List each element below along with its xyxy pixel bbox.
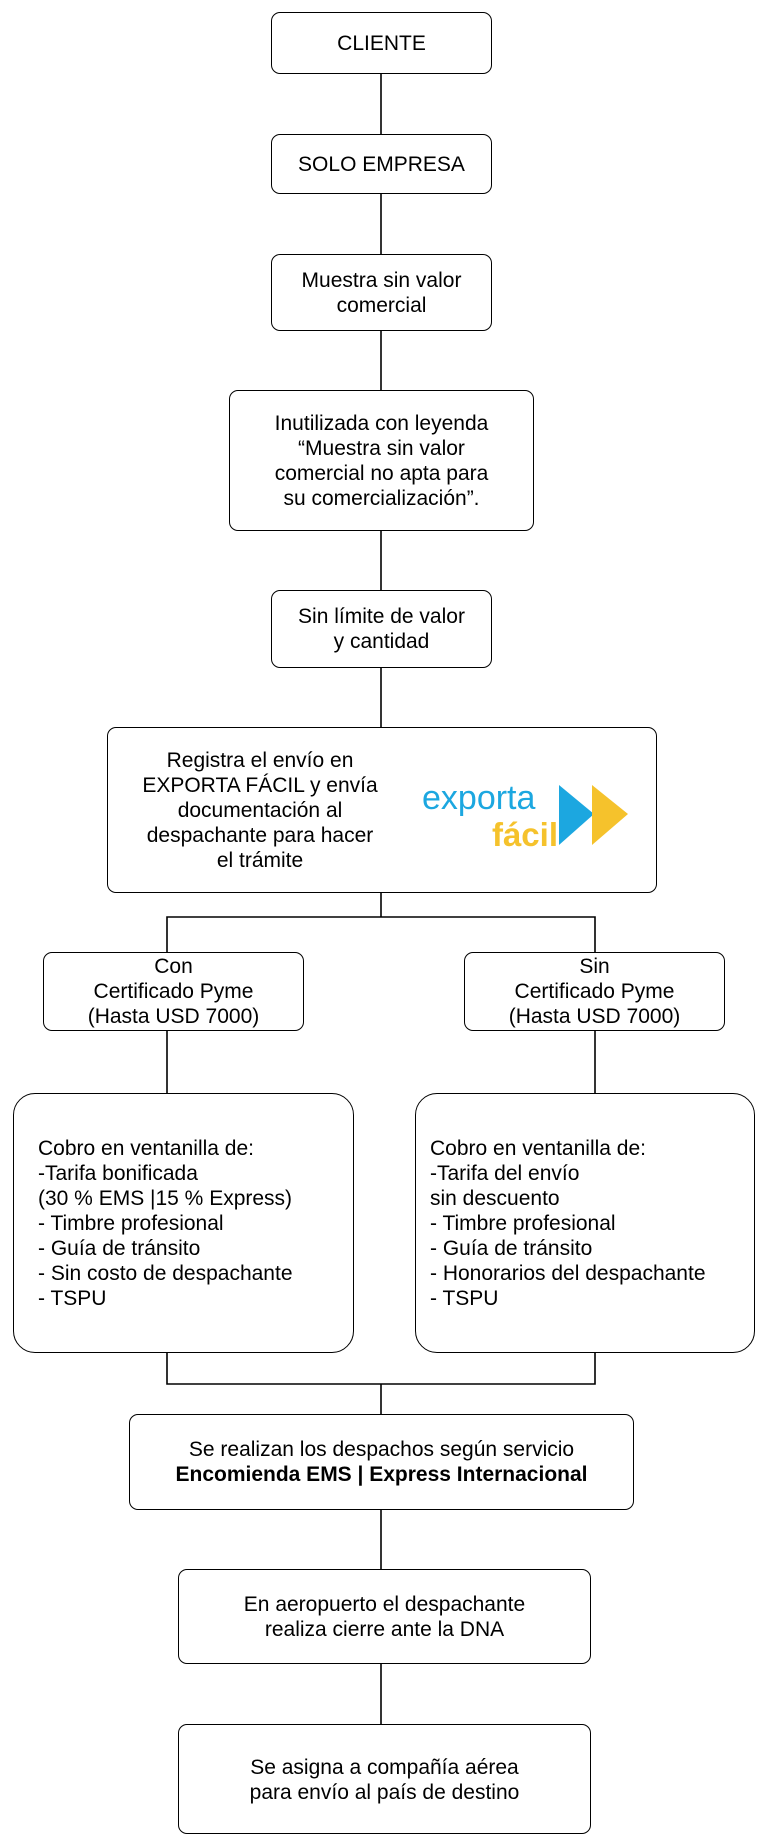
logo-word-facil: fácil: [492, 816, 558, 853]
node-sin-certificado-text: Sin Certificado Pyme (Hasta USD 7000): [508, 955, 681, 1028]
node-registra-text: Registra el envío en EXPORTA FÁCIL y env…: [142, 748, 378, 872]
node-con-certificado-text: Con Certificado Pyme (Hasta USD 7000): [87, 955, 260, 1028]
exporta-facil-logo: exporta fácil: [422, 779, 628, 853]
logo-word-exporta: exporta: [422, 779, 535, 817]
node-muestra-text: Muestra sin valor comercial: [301, 268, 462, 317]
node-despachos: Se realizan los despachos según servicio…: [129, 1414, 634, 1510]
node-cobro-sin-text: Cobro en ventanilla de: -Tarifa del enví…: [430, 1136, 706, 1310]
node-con-certificado: Con Certificado Pyme (Hasta USD 7000): [43, 952, 304, 1031]
node-cliente-text: CLIENTE: [337, 31, 426, 55]
node-sin-limite: Sin límite de valor y cantidad: [271, 590, 492, 668]
node-cobro-con-text: Cobro en ventanilla de: -Tarifa bonifica…: [38, 1136, 293, 1310]
merge-connector: [166, 1353, 596, 1385]
node-compania: Se asigna a compañía aérea para envío al…: [178, 1724, 591, 1834]
node-inutilizada: Inutilizada con leyenda “Muestra sin val…: [229, 390, 534, 531]
logo-arrow-blue-icon: [559, 785, 594, 845]
node-cobro-con: Cobro en ventanilla de: -Tarifa bonifica…: [13, 1093, 354, 1353]
node-despachos-line2: Encomienda EMS | Express Internacional: [175, 1463, 588, 1486]
node-solo-empresa-text: SOLO EMPRESA: [298, 152, 465, 176]
node-sin-limite-text: Sin límite de valor y cantidad: [298, 605, 465, 653]
node-cliente: CLIENTE: [271, 12, 492, 74]
node-cobro-sin: Cobro en ventanilla de: -Tarifa del enví…: [415, 1093, 755, 1353]
node-inutilizada-text: Inutilizada con leyenda “Muestra sin val…: [274, 411, 489, 510]
node-aeropuerto-text: En aeropuerto el despachante realiza cie…: [243, 1592, 526, 1641]
node-compania-text: Se asigna a compañía aérea para envío al…: [249, 1756, 520, 1804]
node-solo-empresa: SOLO EMPRESA: [271, 134, 492, 194]
node-despachos-line1: Se realizan los despachos según servicio: [188, 1438, 575, 1461]
node-muestra: Muestra sin valor comercial: [271, 254, 492, 331]
node-sin-certificado: Sin Certificado Pyme (Hasta USD 7000): [464, 952, 725, 1031]
logo-arrow-yellow-icon: [592, 785, 628, 845]
branch-connector: [166, 916, 596, 952]
node-aeropuerto: En aeropuerto el despachante realiza cie…: [178, 1569, 591, 1664]
